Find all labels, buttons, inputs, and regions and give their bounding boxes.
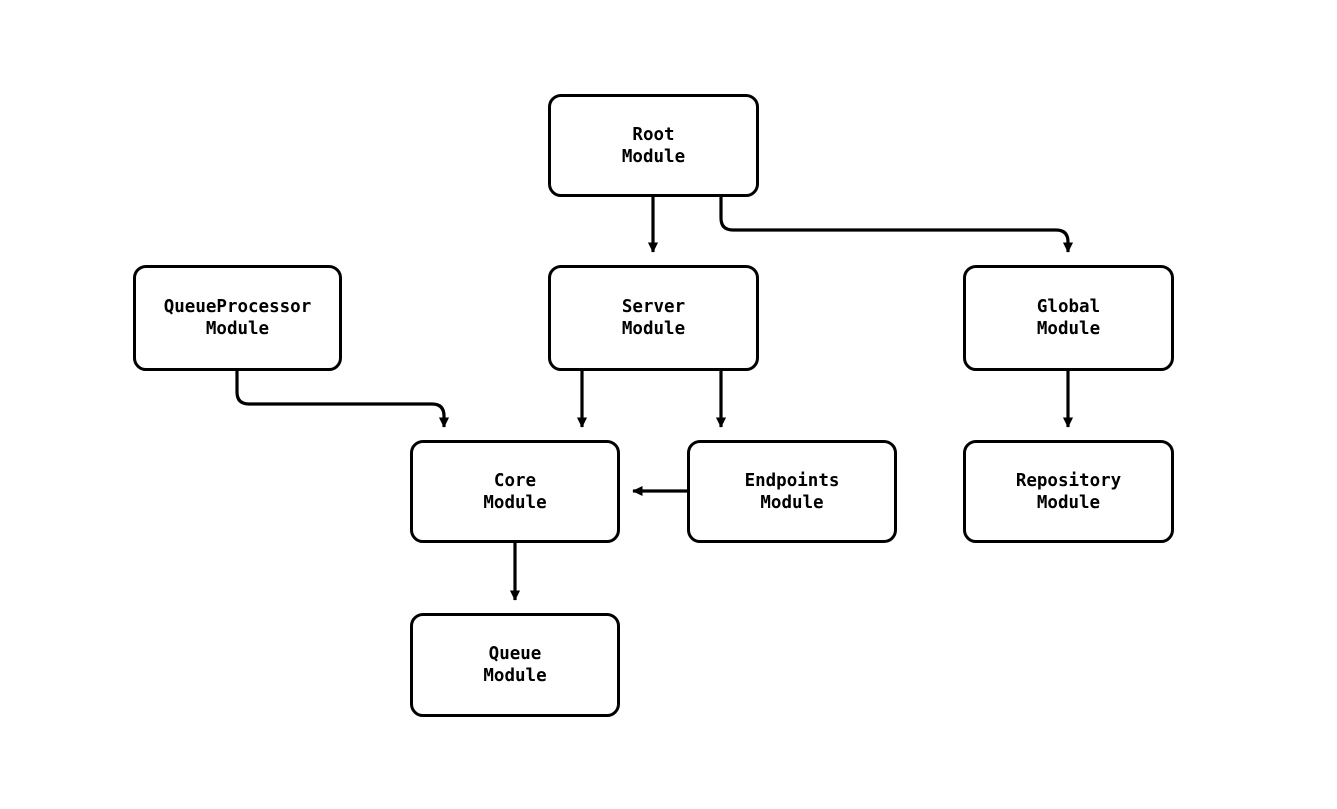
edge-queueprocessor-to-core [235, 371, 450, 428]
node-repository-module[interactable]: Repository Module [963, 440, 1174, 543]
node-endpoints-module-label: Endpoints Module [744, 470, 840, 513]
node-global-module-label: Global Module [1036, 297, 1101, 339]
node-root-module-label: Root Module [621, 124, 686, 167]
node-core-module[interactable]: Core Module [410, 440, 620, 543]
node-endpoints-module[interactable]: Endpoints Module [687, 440, 897, 543]
node-server-module[interactable]: Server Module [548, 265, 759, 371]
node-root-module[interactable]: Root Module [548, 94, 759, 197]
edge-root-to-global [719, 197, 1074, 253]
node-queue-module[interactable]: Queue Module [410, 613, 620, 717]
node-server-module-label: Server Module [621, 297, 686, 339]
node-queue-module-label: Queue Module [483, 644, 547, 686]
node-core-module-label: Core Module [483, 470, 547, 513]
node-repository-module-label: Repository Module [1015, 470, 1122, 513]
node-queueprocessor-module[interactable]: QueueProcessor Module [133, 265, 342, 371]
node-global-module[interactable]: Global Module [963, 265, 1174, 371]
node-queueprocessor-module-label: QueueProcessor Module [163, 297, 312, 339]
